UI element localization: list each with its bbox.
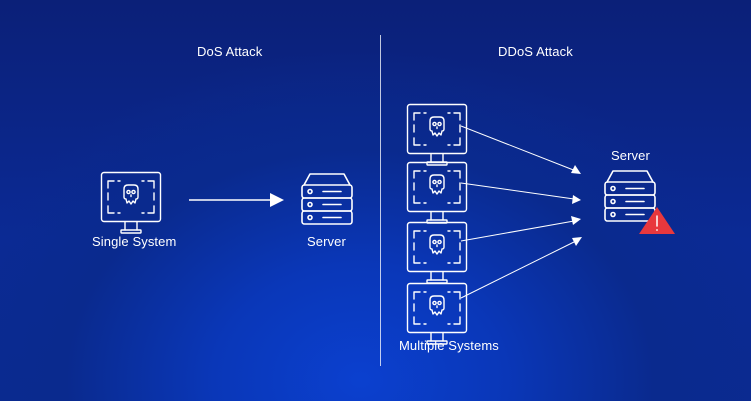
attacker-computer-icon	[406, 103, 468, 166]
ddos-attack-arrow	[460, 182, 581, 204]
warning-triangle-icon	[639, 207, 675, 234]
dos-server-icon	[301, 173, 353, 225]
ddos-attack-title: DDoS Attack	[498, 44, 573, 59]
dos-attack-arrow	[189, 193, 284, 207]
multiple-systems-label: Multiple Systems	[399, 338, 499, 353]
attacker-computer-icon	[406, 282, 468, 345]
single-system-label: Single System	[92, 234, 177, 249]
ddos-attack-arrow	[460, 216, 581, 242]
attacker-computer-icon	[406, 221, 468, 284]
ddos-attack-arrow	[460, 237, 582, 299]
single-system-computer-icon	[100, 171, 162, 234]
dos-attack-title: DoS Attack	[197, 44, 263, 59]
ddos-server-label: Server	[611, 148, 650, 163]
section-divider	[380, 35, 381, 366]
dos-server-label: Server	[307, 234, 346, 249]
ddos-attack-arrow	[460, 125, 581, 174]
ddos-server-icon	[604, 170, 656, 222]
attacker-computer-icon	[406, 161, 468, 224]
